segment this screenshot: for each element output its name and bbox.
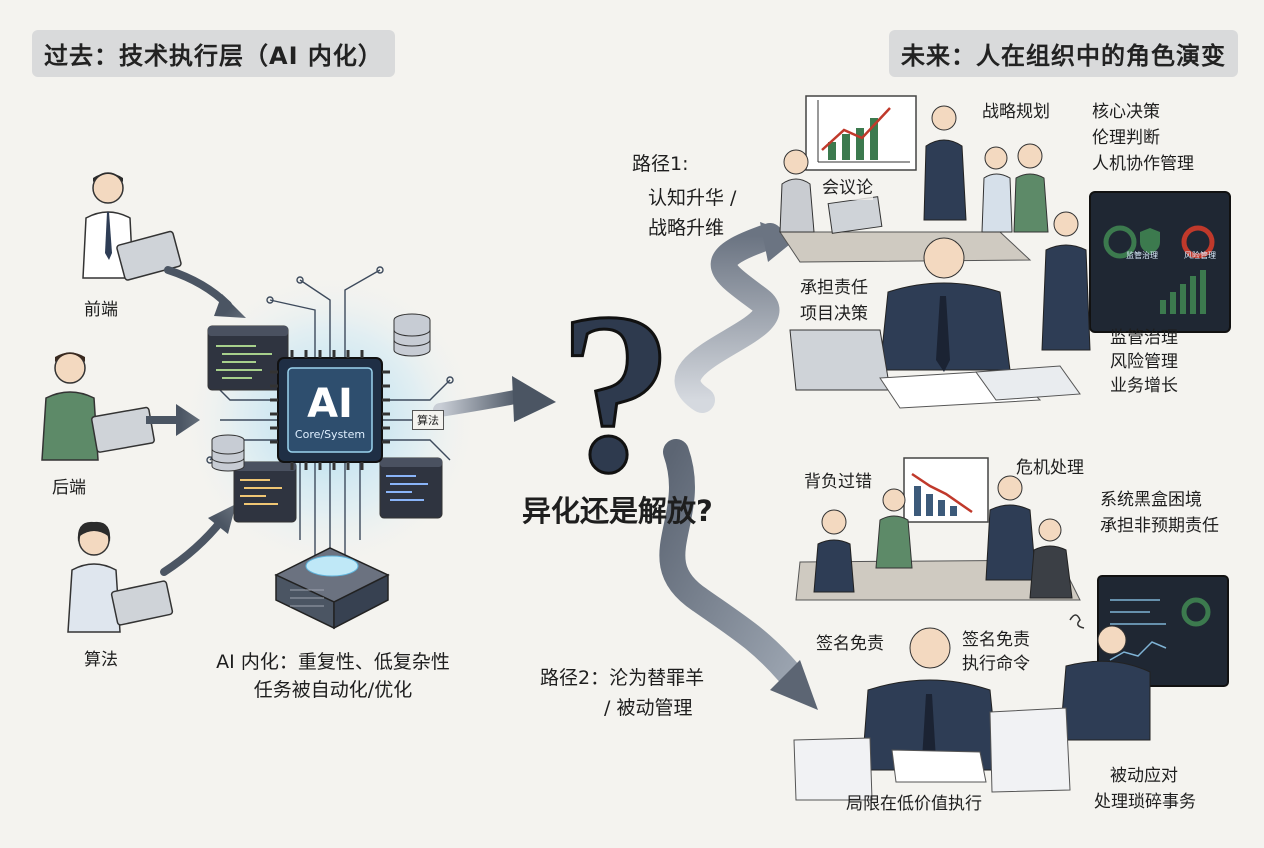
passive-label-1: 被动应对 <box>1110 766 1178 786</box>
screen-label-1: 监管治理 <box>1126 251 1158 260</box>
ribbon-path1 <box>674 223 783 413</box>
passive-label-2: 处理琐碎事务 <box>1094 792 1196 812</box>
header-future: 未来：人在组织中的角色演变 <box>889 30 1238 77</box>
header-past: 过去：技术执行层（AI 内化） <box>32 30 395 77</box>
governance-label-3: 业务增长 <box>1110 376 1178 396</box>
code-window-1 <box>207 325 289 391</box>
core-label-1: 核心决策 <box>1092 102 1160 122</box>
sign-exec-label-2: 执行命令 <box>962 654 1030 674</box>
core-label-3: 人机协作管理 <box>1092 154 1194 174</box>
governance-label-1: 监管治理 <box>1110 328 1178 348</box>
monitor-screen <box>1097 575 1229 687</box>
ribbon-path2 <box>659 439 801 685</box>
chip-subtitle: Core/System <box>294 428 366 441</box>
person-algorithm <box>67 521 174 633</box>
role-label-algorithm: 算法 <box>84 650 118 670</box>
person-backend <box>41 352 155 461</box>
arrow-algorithm <box>160 516 226 576</box>
blackbox-label-1: 系统黑盒困境 <box>1100 490 1202 510</box>
screen-label-2: 风险管理 <box>1184 251 1216 260</box>
top-scene <box>779 95 1231 409</box>
ribbon-path2-arrowhead <box>770 660 818 710</box>
sign-exempt-label: 签名免责 <box>816 634 884 654</box>
code-window-3 <box>379 457 443 519</box>
low-value-label: 局限在低价值执行 <box>846 794 982 814</box>
question-caption: 异化还是解放? <box>522 494 713 528</box>
ai-chip <box>270 350 390 470</box>
responsibility-label-1: 承担责任 <box>800 278 868 298</box>
database-icon <box>393 313 431 357</box>
sign-exec-label-1: 签名免责 <box>962 630 1030 650</box>
path2-line2: / 被动管理 <box>604 697 693 719</box>
blame-label: 背负过错 <box>804 472 872 492</box>
crisis-label: 危机处理 <box>1016 458 1084 478</box>
governance-label-2: 风险管理 <box>1110 352 1178 372</box>
code-window-2 <box>233 461 297 523</box>
ai-internalize-line2: 任务被自动化/优化 <box>253 679 413 701</box>
path1-line2: 战略升维 <box>648 217 725 239</box>
role-label-frontend: 前端 <box>84 300 118 320</box>
server-base <box>274 547 390 630</box>
role-label-backend: 后端 <box>52 478 86 498</box>
responsibility-label-2: 项目决策 <box>800 304 868 324</box>
core-label-2: 伦理判断 <box>1092 128 1160 148</box>
database-icon-2 <box>211 434 245 472</box>
person-frontend <box>82 172 182 281</box>
question-mark-icon: ? <box>559 265 674 520</box>
ribbon-path1-arrowhead <box>760 222 800 262</box>
path1-line1: 认知升华 / <box>648 187 737 209</box>
meeting-table <box>779 231 1032 263</box>
ai-internalize-line1: AI 内化：重复性、低复杂性 <box>216 651 450 673</box>
arrow-frontend <box>164 266 232 309</box>
strategy-label: 战略规划 <box>982 102 1050 122</box>
meeting-label: 会议论 <box>822 176 873 200</box>
path1-title: 路径1: <box>632 153 689 175</box>
path2-line1: 路径2：沦为替罪羊 <box>540 667 705 689</box>
bottom-scene <box>793 457 1229 801</box>
stress-scribble-icon <box>1069 614 1085 629</box>
chip-title: AI <box>307 381 353 427</box>
blackbox-label-2: 承担非预期责任 <box>1100 516 1219 536</box>
algorithm-tag: 算法 <box>412 410 444 430</box>
